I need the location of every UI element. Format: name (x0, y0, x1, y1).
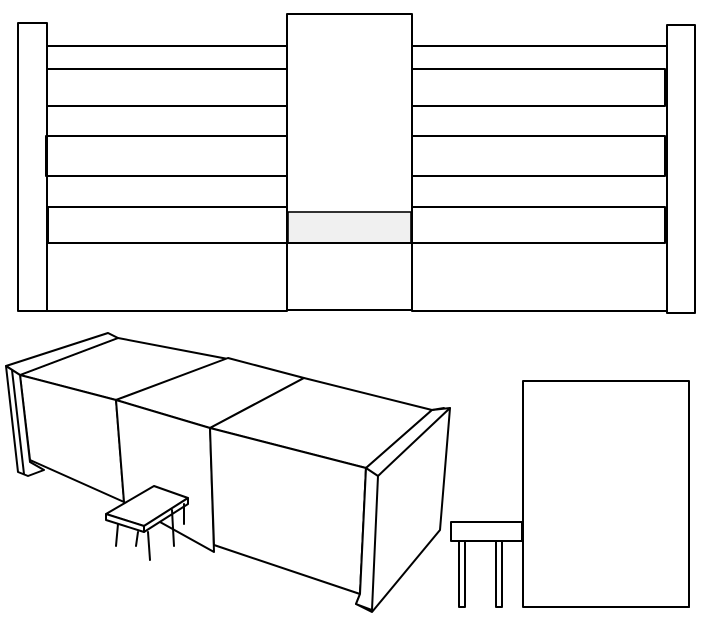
center-shaded-band (287, 211, 412, 244)
center-panel-frame (286, 13, 413, 311)
right-rails (411, 45, 668, 312)
right-rail-board (411, 206, 666, 244)
stool-leg (135, 531, 139, 547)
right-cap-side (355, 467, 379, 611)
module-2-front (115, 399, 215, 553)
side-tall-panel (522, 380, 690, 608)
left-end-post (17, 22, 48, 312)
stool-leg (171, 509, 175, 547)
front-elevation (17, 13, 696, 314)
right-rail-board (411, 68, 666, 107)
center-panel (286, 13, 413, 311)
left-rail-board (47, 206, 288, 244)
stool-leg (115, 523, 119, 547)
left-rail-board (45, 135, 288, 177)
side-stool (450, 521, 523, 608)
side-stool-seat (450, 521, 523, 542)
left-cap-edge (11, 369, 25, 475)
right-cap-inner-edge (431, 407, 445, 411)
side-stool-leg-left (458, 540, 466, 608)
left-end-cap (5, 332, 119, 477)
perspective-view (5, 332, 451, 613)
right-end-post (666, 24, 696, 314)
stool-seat-side (143, 497, 189, 533)
right-rail-board (411, 135, 666, 177)
stool-leg (147, 531, 151, 561)
right-end-cap (355, 407, 451, 613)
left-rails (45, 45, 288, 312)
side-stool-leg-right (495, 540, 503, 608)
perspective-stool (105, 485, 189, 561)
right-cap-top-edge (377, 407, 451, 477)
side-view (450, 380, 690, 608)
